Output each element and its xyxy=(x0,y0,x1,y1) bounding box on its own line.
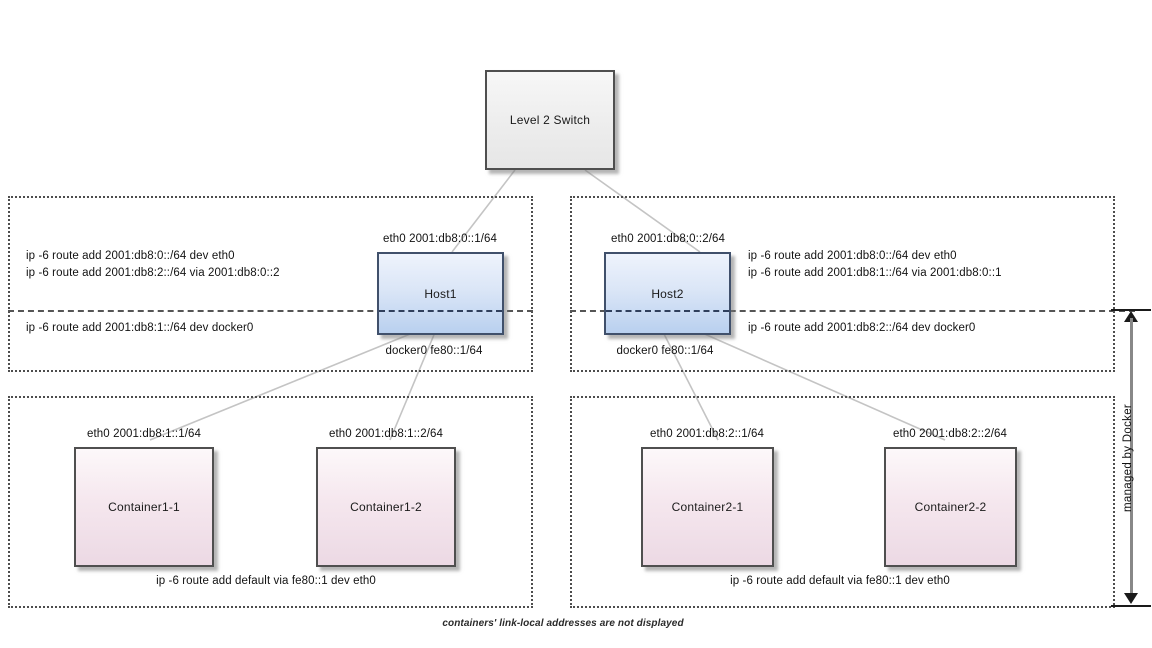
host2-route-above-1: ip -6 route add 2001:db8:1::/64 via 2001… xyxy=(748,267,1002,279)
container2-2-eth0-label: eth0 2001:db8:2::2/64 xyxy=(892,428,1008,440)
docker-arrow-bottom-cap xyxy=(1111,605,1151,607)
host1-node[interactable]: Host1 xyxy=(377,252,504,335)
docker-arrow-head-down xyxy=(1124,593,1138,604)
host2-node[interactable]: Host2 xyxy=(604,252,731,335)
switch-label: Level 2 Switch xyxy=(509,113,591,127)
docker-arrow-top-cap xyxy=(1111,309,1151,311)
container2-1-label: Container2-1 xyxy=(671,500,744,514)
container2-1-eth0-label: eth0 2001:db8:2::1/64 xyxy=(649,428,765,440)
container2-2-label: Container2-2 xyxy=(914,500,987,514)
host1-docker0-label: docker0 fe80::1/64 xyxy=(385,345,483,357)
diagram-caption: containers' link-local addresses are not… xyxy=(442,618,684,629)
container2-2-node[interactable]: Container2-2 xyxy=(884,447,1017,567)
container1-1-label: Container1-1 xyxy=(108,500,180,514)
container-group-2-route: ip -6 route add default via fe80::1 dev … xyxy=(730,575,950,587)
host2-label: Host2 xyxy=(651,286,684,301)
container-group-1-boundary xyxy=(8,396,533,608)
host1-route-above-0: ip -6 route add 2001:db8:0::/64 dev eth0 xyxy=(26,250,235,262)
host1-label: Host1 xyxy=(424,286,457,301)
managed-by-docker-label: managed by Docker xyxy=(1122,403,1134,512)
container1-2-node[interactable]: Container1-2 xyxy=(316,447,456,567)
container1-2-label: Container1-2 xyxy=(350,500,422,514)
host1-route-above-1: ip -6 route add 2001:db8:2::/64 via 2001… xyxy=(26,267,280,279)
host1-inner-split xyxy=(379,310,502,312)
host2-managed-divider xyxy=(570,310,1135,312)
docker-arrow-line xyxy=(1129,318,1133,598)
host2-inner-split xyxy=(606,310,729,312)
switch-node[interactable]: Level 2 Switch xyxy=(485,70,615,170)
host1-route-below-0: ip -6 route add 2001:db8:1::/64 dev dock… xyxy=(26,322,254,334)
container1-1-eth0-label: eth0 2001:db8:1::1/64 xyxy=(86,428,202,440)
docker-arrow-head-up xyxy=(1124,311,1138,322)
container2-1-node[interactable]: Container2-1 xyxy=(641,447,774,567)
container1-1-node[interactable]: Container1-1 xyxy=(74,447,214,567)
host1-managed-divider xyxy=(8,310,533,312)
container1-2-eth0-label: eth0 2001:db8:1::2/64 xyxy=(328,428,444,440)
host2-group-boundary xyxy=(570,196,1115,372)
host1-eth0-label: eth0 2001:db8:0::1/64 xyxy=(382,233,498,245)
host2-eth0-label: eth0 2001:db8:0::2/64 xyxy=(610,233,726,245)
host1-group-boundary xyxy=(8,196,533,372)
host2-docker0-label: docker0 fe80::1/64 xyxy=(616,345,714,357)
container-group-2-boundary xyxy=(570,396,1115,608)
host2-route-above-0: ip -6 route add 2001:db8:0::/64 dev eth0 xyxy=(748,250,957,262)
container-group-1-route: ip -6 route add default via fe80::1 dev … xyxy=(156,575,376,587)
host2-route-below-0: ip -6 route add 2001:db8:2::/64 dev dock… xyxy=(748,322,976,334)
